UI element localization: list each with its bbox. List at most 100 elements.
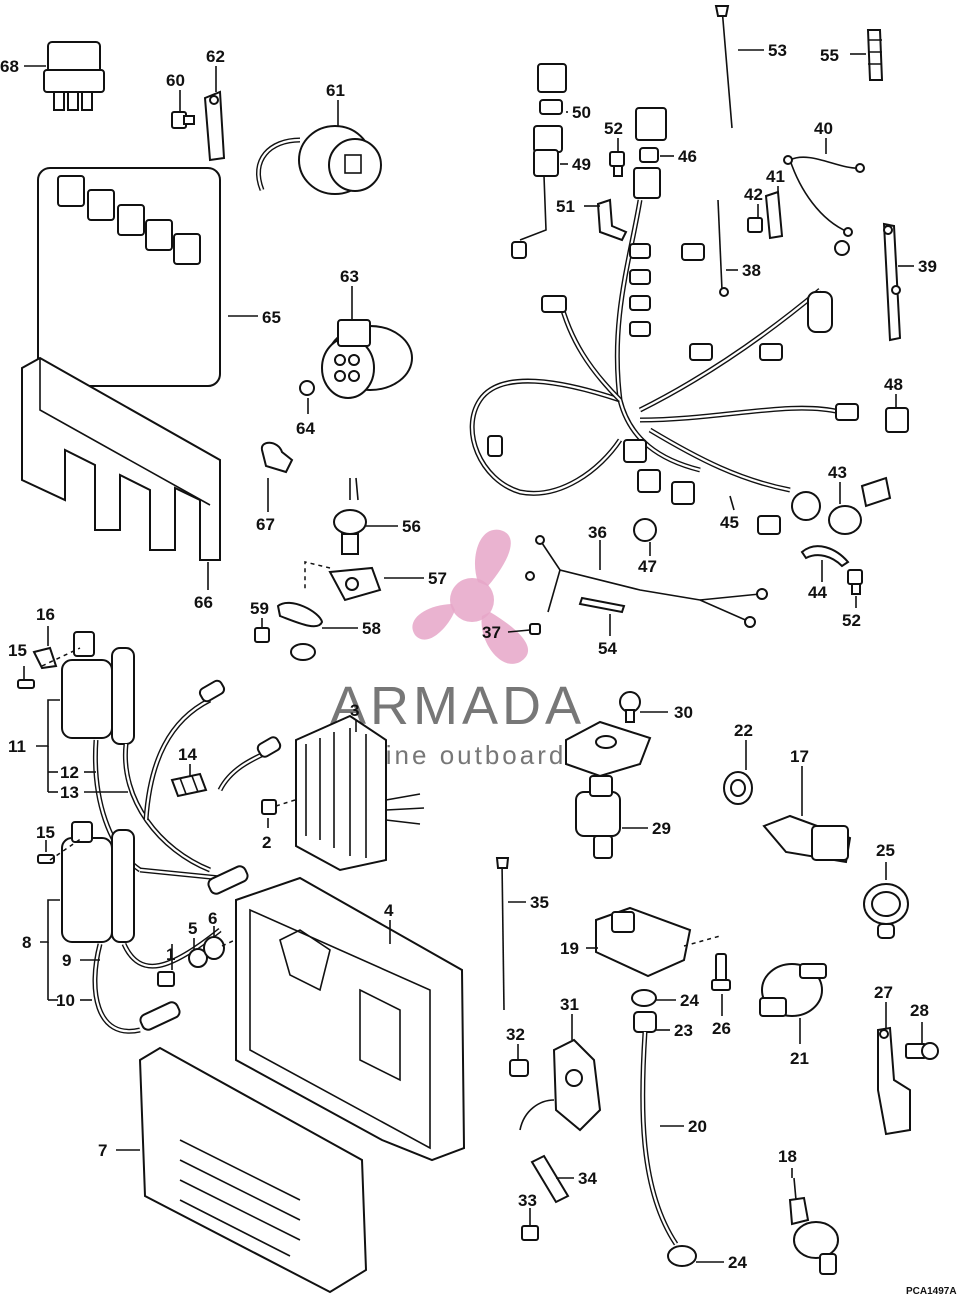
callout-15-upper: 15 [8, 641, 27, 660]
part-22-washer[interactable] [723, 771, 753, 805]
callout-19: 19 [560, 939, 579, 958]
boot-mid[interactable] [217, 735, 282, 792]
leader-lines [23, 49, 923, 1263]
part-30-screw[interactable] [619, 691, 641, 723]
callout-40: 40 [814, 119, 833, 138]
part-50-connector-plug[interactable] [537, 63, 567, 115]
callout-63: 63 [340, 267, 359, 286]
part-3-rectifier[interactable] [295, 714, 425, 872]
callout-55: 55 [820, 46, 839, 65]
callout-12: 12 [60, 763, 79, 782]
part-15-screw-upper[interactable] [17, 679, 35, 689]
part-58-gasket[interactable] [276, 601, 324, 661]
callout-30: 30 [674, 703, 693, 722]
part-23-hose[interactable] [633, 1011, 657, 1033]
part-55-sleeve[interactable] [866, 29, 884, 81]
part-33-screw[interactable] [521, 1225, 539, 1241]
part-52-screw-lower[interactable] [847, 569, 863, 595]
part-51-bracket[interactable] [596, 198, 628, 242]
part-52-screw-upper[interactable] [609, 151, 625, 177]
callout-54: 54 [598, 639, 617, 658]
callout-42: 42 [744, 185, 763, 204]
part-47-grommet[interactable] [633, 518, 657, 542]
part-43-sensor[interactable] [791, 476, 892, 535]
part-8-ignition-coil-lower[interactable] [49, 821, 135, 943]
part-45-wiring-harness[interactable] [469, 199, 859, 535]
part-42-screw[interactable] [747, 217, 763, 233]
callout-38: 38 [742, 261, 761, 280]
part-2-screw[interactable] [261, 799, 296, 815]
part-68-relay[interactable] [43, 41, 105, 111]
part-44-clamp[interactable] [800, 545, 850, 568]
part-5-washer[interactable] [188, 948, 208, 968]
part-29-sensor-with-flange[interactable] [565, 720, 652, 859]
part-63-connector[interactable] [321, 319, 413, 399]
part-61-connector-socket[interactable] [255, 125, 382, 195]
part-59-screw[interactable] [254, 627, 270, 643]
callout-7: 7 [98, 1141, 107, 1160]
part-60-screw[interactable] [171, 111, 195, 129]
part-26-screw[interactable] [711, 953, 731, 991]
callout-45: 45 [720, 513, 739, 532]
callout-3: 3 [350, 701, 359, 720]
part-37-screw[interactable] [529, 623, 541, 635]
part-28-screw[interactable] [905, 1042, 939, 1060]
part-18-sensor[interactable] [788, 1177, 839, 1275]
part-39-ground-strap[interactable] [882, 222, 902, 342]
callout-66: 66 [194, 593, 213, 612]
callout-46: 46 [678, 147, 697, 166]
part-54-stud[interactable] [578, 596, 626, 614]
callout-16: 16 [36, 605, 55, 624]
part-38-wire-lead[interactable] [717, 199, 729, 297]
callout-58: 58 [362, 619, 381, 638]
callout-17: 17 [790, 747, 809, 766]
part-25-clip[interactable] [863, 883, 909, 939]
part-67-clip[interactable] [260, 441, 294, 474]
callout-64: 64 [296, 419, 315, 438]
part-49-connector[interactable] [511, 125, 563, 259]
part-56-sensor[interactable] [333, 477, 367, 555]
part-34-clamp[interactable] [530, 1154, 570, 1204]
callout-50: 50 [572, 103, 591, 122]
part-27-ground-strap[interactable] [877, 1026, 911, 1136]
part-17-temperature-sensor[interactable] [762, 814, 852, 864]
part-20-vacuum-hose[interactable] [640, 1031, 679, 1246]
part-46-connector[interactable] [633, 107, 667, 199]
callout-25: 25 [876, 841, 895, 860]
callout-62: 62 [206, 47, 225, 66]
part-15-screw-lower[interactable] [37, 854, 55, 864]
part-21-pressure-switch[interactable] [759, 963, 827, 1017]
part-11-ignition-coil-upper[interactable] [41, 631, 135, 745]
boot-upper-long[interactable] [143, 679, 226, 821]
part-41-clamp[interactable] [764, 190, 784, 240]
callout-43: 43 [828, 463, 847, 482]
part-36-wire-lead[interactable] [525, 535, 768, 628]
callout-52-lower: 52 [842, 611, 861, 630]
part-62-clamp[interactable] [203, 90, 226, 162]
part-66-mounting-bracket[interactable] [21, 356, 221, 561]
part-65-control-module[interactable] [37, 167, 221, 387]
part-57-mount-plate[interactable] [304, 561, 382, 602]
part-19-map-sensor[interactable] [595, 906, 721, 978]
part-14-clip[interactable] [170, 772, 208, 798]
part-4-base-plate[interactable] [235, 876, 466, 1162]
callout-29: 29 [652, 819, 671, 838]
callout-labels: 68 60 62 61 65 63 64 67 66 56 57 59 58 5… [0, 41, 937, 1272]
part-31-throttle-sensor[interactable] [519, 1038, 602, 1132]
part-32-screw[interactable] [509, 1059, 529, 1077]
part-40-wire-lead[interactable] [783, 155, 865, 237]
part-48-cap[interactable] [885, 407, 909, 433]
callout-59: 59 [250, 599, 269, 618]
part-24-hose-clamp-lower[interactable] [667, 1245, 697, 1267]
part-53-cable-tie[interactable] [714, 5, 733, 129]
part-7-cover[interactable] [138, 1046, 368, 1294]
callout-24-upper: 24 [680, 991, 699, 1010]
callout-49: 49 [572, 155, 591, 174]
part-24-hose-clamp-upper[interactable] [631, 989, 657, 1007]
callout-18: 18 [778, 1147, 797, 1166]
part-64-cap[interactable] [299, 380, 315, 396]
part-35-cable-tie[interactable] [495, 857, 510, 1011]
part-1-screw[interactable] [157, 971, 175, 987]
part-16-coil-bracket[interactable] [32, 646, 58, 670]
